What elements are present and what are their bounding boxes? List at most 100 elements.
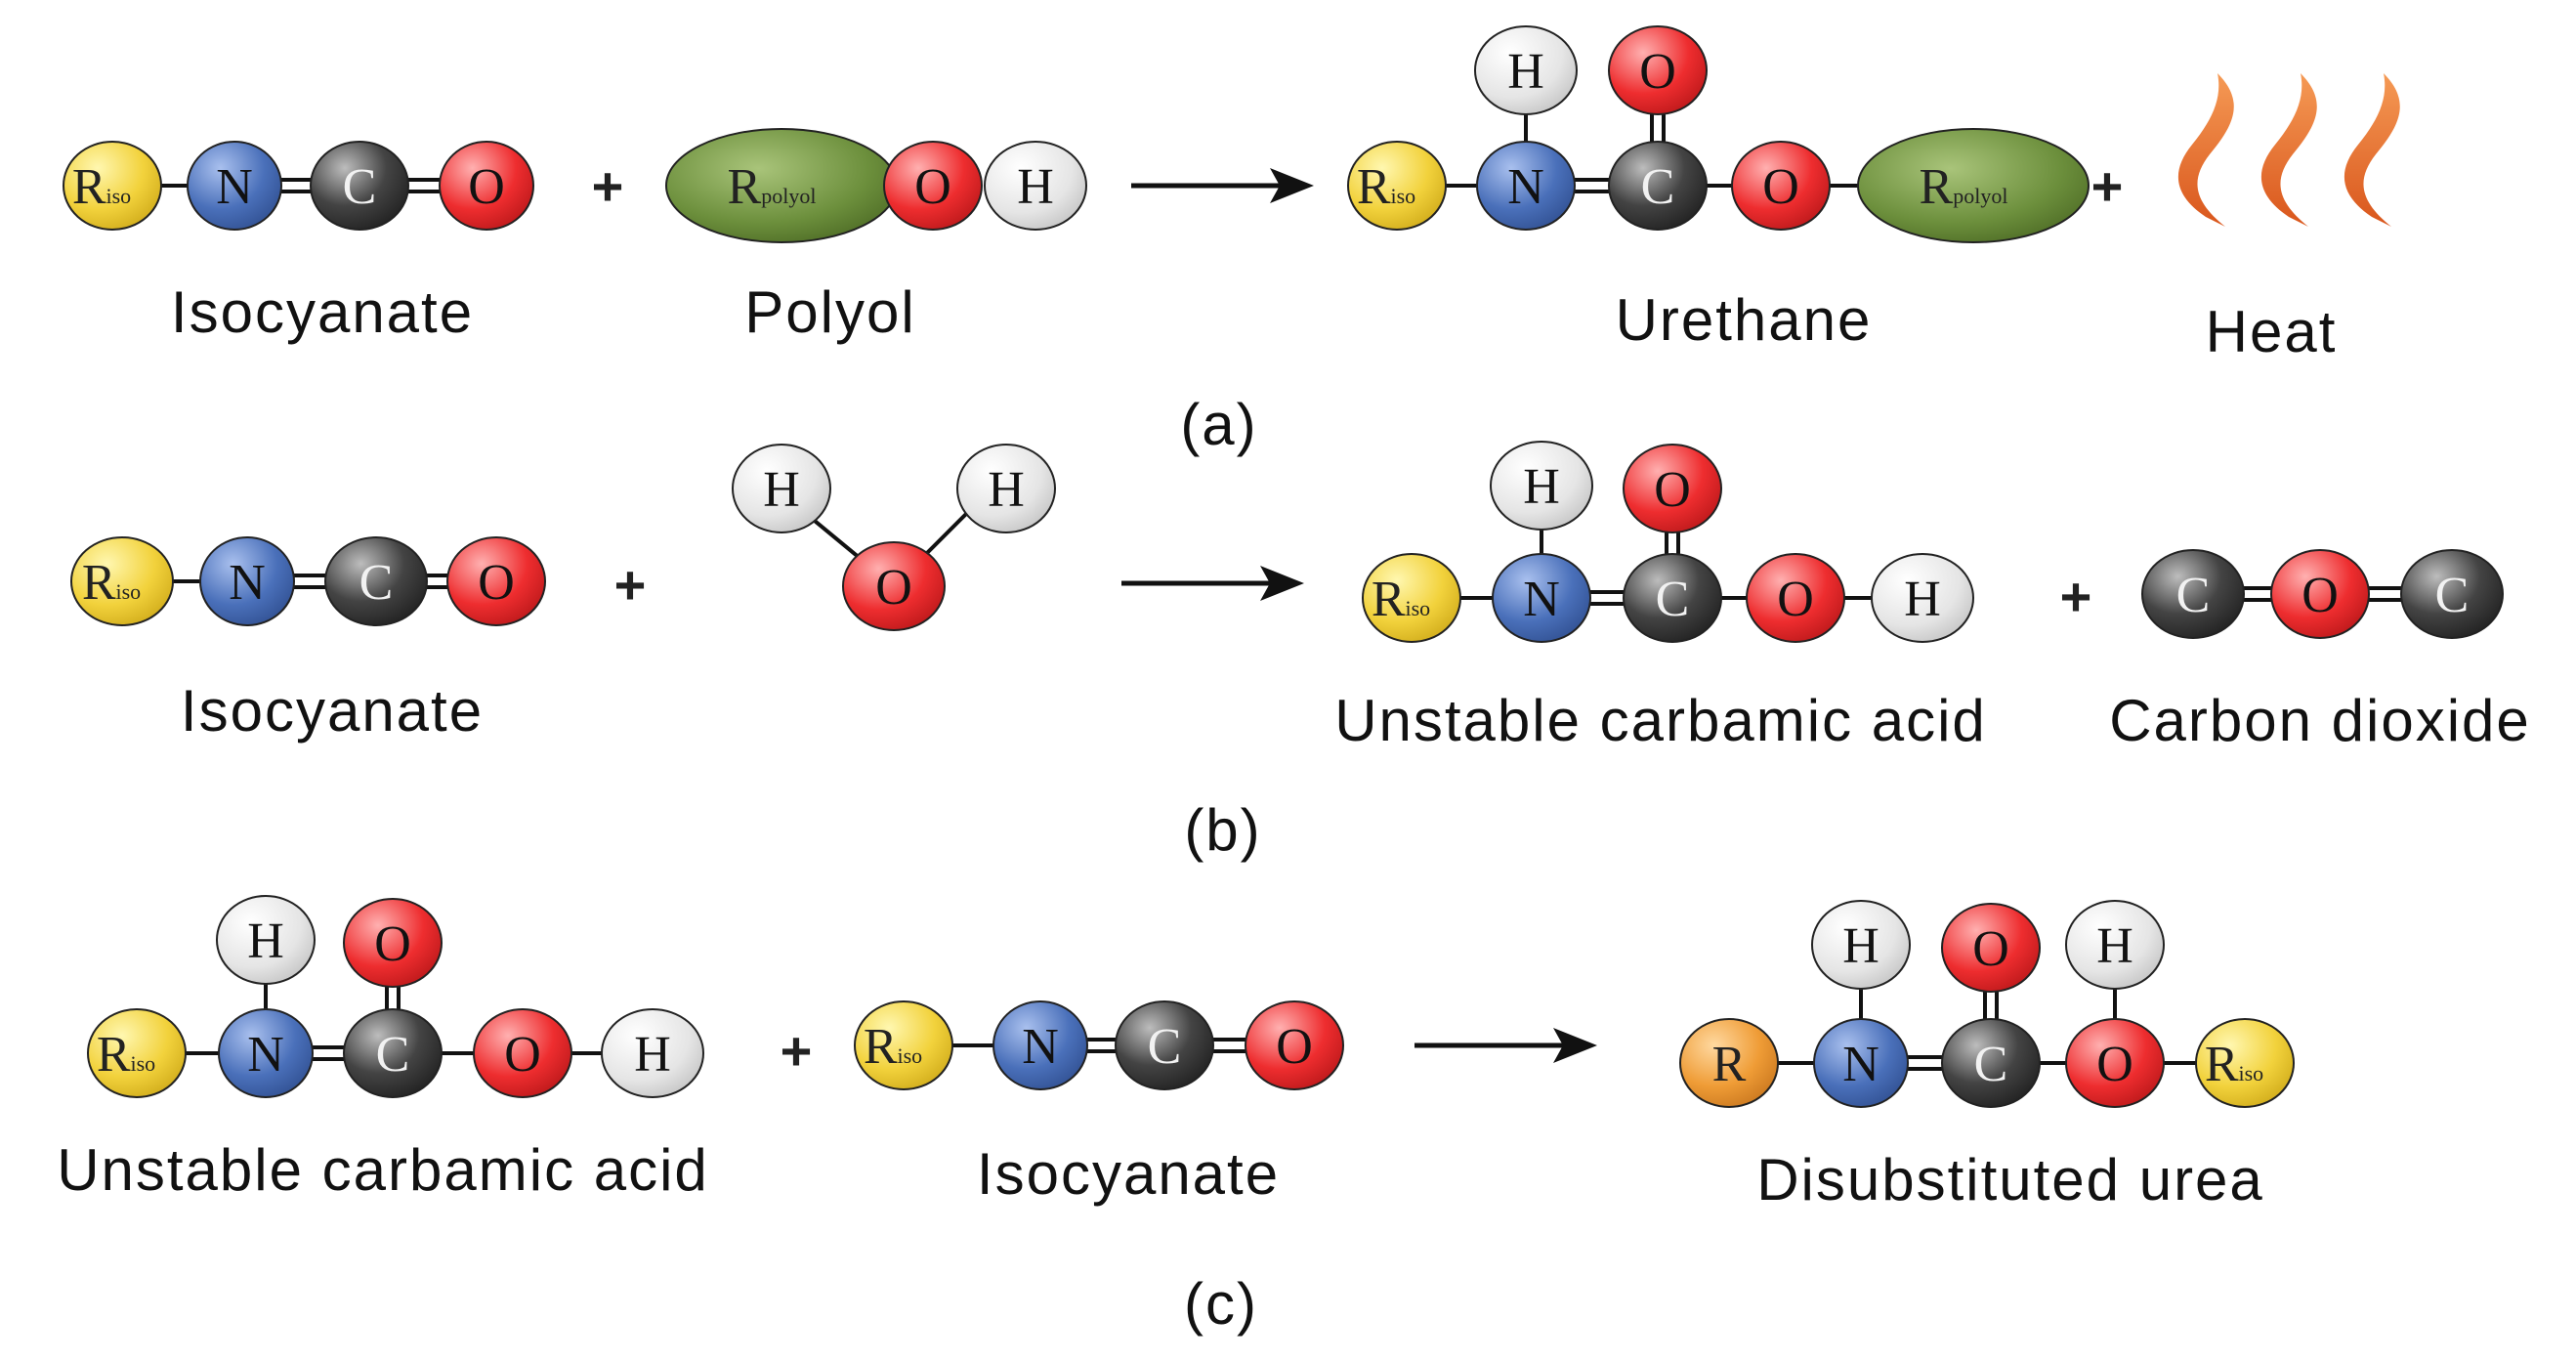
o-atom: O [1608, 25, 1708, 115]
svg-text:O: O [914, 159, 951, 215]
label-heat: Heat [2206, 299, 2338, 364]
label-carbamic-acid: Unstable carbamic acid [57, 1137, 709, 1203]
plus-sign: + [2060, 566, 2092, 627]
r-iso-atom: Riso [70, 536, 174, 626]
label-carbamic-acid: Unstable carbamic acid [1334, 688, 1987, 753]
plus-sign: + [781, 1020, 813, 1082]
svg-text:H: H [1507, 44, 1544, 100]
o-atom: O [1746, 553, 1845, 643]
label-carbon-dioxide: Carbon dioxide [2109, 688, 2531, 753]
h-atom: H [1811, 900, 1911, 990]
c-atom: C [310, 141, 409, 231]
svg-text:C: C [1974, 1037, 2008, 1092]
r-iso-atom: Riso [1362, 553, 1461, 643]
svg-text:Riso: Riso [97, 1027, 155, 1083]
svg-text:C: C [1656, 572, 1690, 627]
o-atom: O [1245, 1000, 1344, 1090]
h-atom: H [956, 444, 1056, 533]
plus-sign: + [614, 554, 647, 616]
panel-tag-c: (c) [1184, 1271, 1258, 1337]
o-atom: O [446, 536, 546, 626]
svg-text:Rpolyol: Rpolyol [1920, 159, 2008, 215]
o-atom: O [343, 898, 443, 988]
o-atom: O [883, 141, 983, 231]
svg-text:C: C [359, 555, 394, 611]
svg-text:C: C [343, 159, 377, 215]
svg-text:H: H [634, 1027, 671, 1083]
reaction-c: Riso H N O C O H + Riso [57, 895, 2295, 1337]
svg-text:N: N [229, 555, 266, 611]
svg-text:H: H [988, 462, 1025, 518]
c-atom: C [1623, 553, 1722, 643]
o-atom: O [473, 1008, 572, 1098]
h-atom: H [601, 1008, 704, 1098]
reaction-a: Riso N C O + Rpolyol O H [63, 25, 2400, 457]
r-iso-atom: Riso [2195, 1018, 2295, 1108]
svg-text:Riso: Riso [1372, 572, 1430, 627]
c-atom: C [1608, 141, 1708, 231]
svg-text:C: C [376, 1027, 410, 1083]
svg-text:H: H [1842, 918, 1879, 974]
svg-text:Riso: Riso [864, 1019, 922, 1075]
svg-text:N: N [216, 159, 253, 215]
o-atom: O [842, 541, 946, 631]
svg-text:O: O [2096, 1037, 2133, 1092]
reaction-b: Riso N C O + H H O [70, 441, 2531, 863]
svg-text:C: C [2435, 568, 2470, 623]
svg-text:O: O [468, 159, 505, 215]
svg-text:O: O [504, 1027, 541, 1083]
h-atom: H [732, 444, 831, 533]
label-isocyanate: Isocyanate [181, 678, 484, 744]
n-atom: N [1492, 553, 1591, 643]
c-atom: C [324, 536, 428, 626]
plus-sign: + [2091, 155, 2124, 217]
svg-text:N: N [247, 1027, 284, 1083]
svg-text:C: C [2176, 568, 2211, 623]
svg-text:H: H [763, 462, 800, 518]
svg-text:Riso: Riso [72, 159, 131, 215]
label-isocyanate: Isocyanate [977, 1141, 1280, 1207]
panel-tag-a: (a) [1180, 392, 1257, 457]
svg-text:Riso: Riso [2205, 1037, 2263, 1092]
svg-text:O: O [2302, 568, 2339, 623]
svg-text:O: O [1639, 44, 1676, 100]
h-atom: H [984, 141, 1087, 231]
svg-text:C: C [1148, 1019, 1182, 1075]
n-atom: N [187, 141, 282, 231]
svg-text:H: H [247, 914, 284, 969]
svg-text:O: O [1777, 572, 1814, 627]
h-atom: H [1474, 25, 1578, 115]
o-atom: O [1623, 444, 1722, 533]
n-atom: N [992, 1000, 1088, 1090]
r-alkyl-atom: R [1679, 1018, 1779, 1108]
panel-tag-b: (b) [1184, 797, 1261, 863]
c-atom: C [2400, 549, 2504, 639]
svg-text:Riso: Riso [82, 555, 141, 611]
svg-text:R: R [1712, 1037, 1747, 1092]
c-atom: C [1115, 1000, 1214, 1090]
n-atom: N [1476, 141, 1576, 231]
r-polyol-group: Rpolyol [1857, 128, 2090, 243]
svg-text:O: O [374, 916, 411, 972]
svg-text:O: O [875, 560, 912, 616]
r-iso-atom: Riso [87, 1008, 187, 1098]
label-urethane: Urethane [1616, 287, 1873, 353]
svg-text:O: O [478, 555, 515, 611]
svg-text:H: H [1017, 159, 1054, 215]
o-atom: O [1941, 903, 2041, 993]
c-atom: C [2141, 549, 2245, 639]
svg-text:Rpolyol: Rpolyol [728, 159, 817, 215]
svg-text:C: C [1641, 159, 1675, 215]
c-atom: C [1941, 1018, 2041, 1108]
svg-text:O: O [1654, 462, 1691, 518]
h-atom: H [1490, 441, 1593, 531]
reaction-arrow [1121, 566, 1304, 601]
o-atom: O [439, 141, 534, 231]
h-atom: H [2065, 900, 2165, 990]
svg-text:H: H [1523, 459, 1560, 515]
o-atom: O [2270, 549, 2370, 639]
r-iso-atom: Riso [63, 141, 162, 231]
h-atom: H [1871, 553, 1974, 643]
n-atom: N [199, 536, 295, 626]
